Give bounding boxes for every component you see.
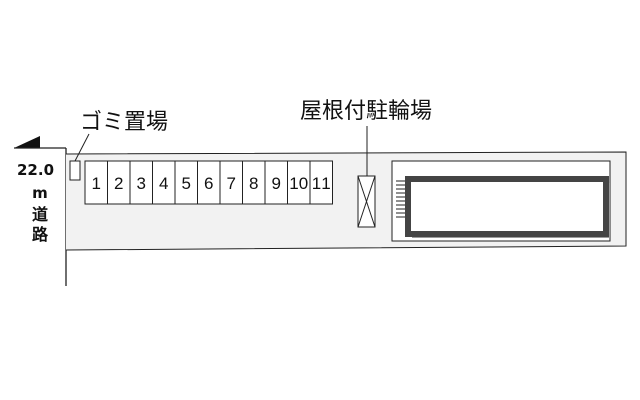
x-box-icon [357, 175, 376, 228]
parking-space-number: 9 [272, 174, 281, 193]
parking-space-number: 4 [159, 174, 168, 193]
parking-space-number: 2 [114, 174, 123, 193]
building-block [405, 176, 609, 237]
garbage-label: ゴミ置場 [80, 110, 168, 135]
road-unit-label: m [32, 184, 48, 202]
parking-space-number: 7 [227, 174, 236, 193]
parking-space-number: 1 [92, 174, 101, 193]
parking-space-number: 3 [137, 174, 146, 193]
road-width-label: 22.0 [17, 161, 54, 179]
parking-space-number: 6 [204, 174, 213, 193]
bike-shelter-label: 屋根付駐輪場 [300, 99, 432, 124]
garbage-leader-line [74, 133, 90, 162]
parking-space [309, 160, 333, 205]
parking-space-number: 11 [312, 174, 331, 193]
parking-space-number: 8 [249, 174, 258, 193]
parking-space-number: 10 [289, 174, 308, 193]
road-name-char-1: 道 [32, 205, 48, 224]
triangle-flag-icon [14, 136, 40, 148]
garbage-area-box [69, 160, 81, 181]
road-name-char-2: 路 [32, 225, 49, 244]
parking-space-number: 5 [182, 174, 191, 193]
